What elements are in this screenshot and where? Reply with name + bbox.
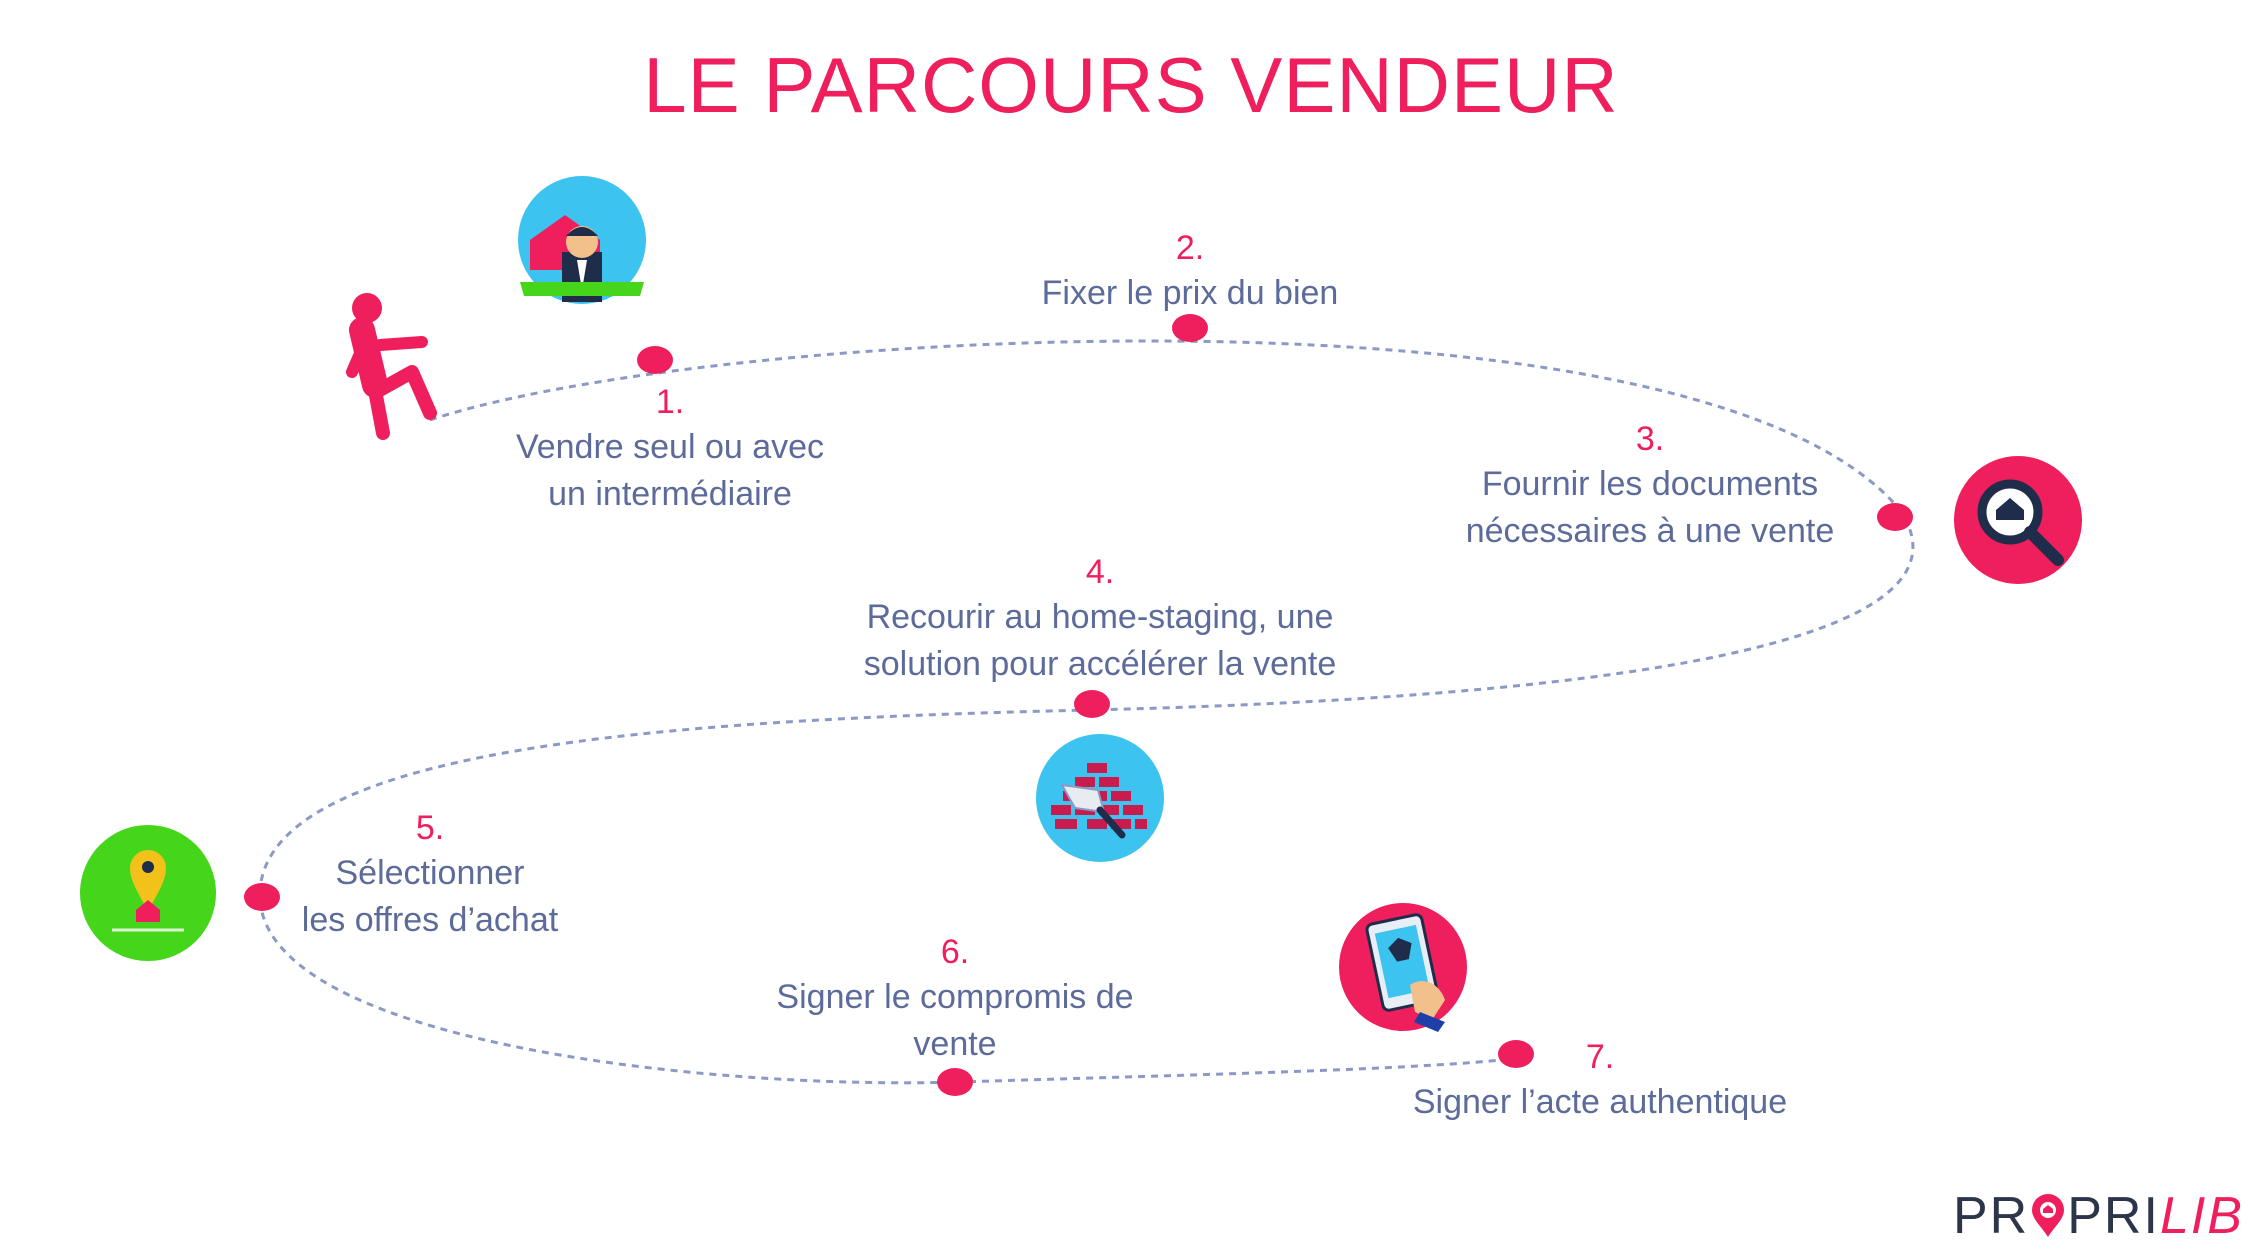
step-6: 6. Signer le compromis de vente (740, 930, 1170, 1068)
step-2: 2. Fixer le prix du bien (970, 226, 1410, 317)
step-2-label: Fixer le prix du bien (1041, 274, 1339, 312)
step-7: 7. Signer l’acte authentique (1380, 1035, 1820, 1120)
step-6-number: 6. (940, 933, 970, 971)
step-marker-1 (637, 346, 673, 374)
step-marker-5 (244, 883, 280, 911)
step-5: 5. Sélectionner les offres d’achat (260, 806, 600, 944)
step-6-label: Signer le compromis de vente (776, 978, 1134, 1063)
brick-trowel-icon (1036, 734, 1164, 862)
step-marker-3 (1877, 503, 1913, 531)
step-marker-7 (1498, 1040, 1534, 1068)
step-4-label: Recourir au home-staging, une solution p… (863, 598, 1337, 683)
seller-agent-icon (518, 176, 646, 304)
house-search-icon (1954, 456, 2082, 584)
step-1-label: Vendre seul ou avec un intermédiaire (515, 428, 825, 513)
step-3-label: Fournir les documents nécessaires à une … (1465, 465, 1835, 550)
step-5-number: 5. (415, 809, 445, 847)
step-4-number: 4. (1085, 553, 1115, 591)
step-marker-6 (937, 1068, 973, 1096)
logo-text-start: PR (1953, 1187, 2030, 1245)
step-marker-2 (1172, 314, 1208, 342)
step-5-label: Sélectionner les offres d’achat (301, 854, 559, 939)
step-3-number: 3. (1635, 420, 1665, 458)
journey-path (258, 339, 1915, 1085)
step-1: 1. Vendre seul ou avec un intermédiaire (460, 380, 880, 518)
proprilib-logo: PR PRILIB (1953, 1186, 2244, 1246)
step-marker-4 (1074, 690, 1110, 718)
step-4: 4. Recourir au home-staging, une solutio… (810, 550, 1390, 688)
logo-text-middle: PRI (2067, 1187, 2160, 1245)
logo-text-end: LIB (2159, 1187, 2244, 1245)
step-7-label: Signer l’acte authentique (1412, 1083, 1788, 1120)
walking-person-icon (346, 293, 437, 440)
step-2-number: 2. (1175, 229, 1205, 267)
location-pin-logo-icon (2032, 1194, 2065, 1237)
step-1-number: 1. (655, 383, 685, 421)
step-3: 3. Fournir les documents nécessaires à u… (1420, 417, 1880, 555)
map-pin-house-icon (80, 825, 216, 961)
tablet-sign-icon (1339, 903, 1467, 1032)
page-title: LE PARCOURS VENDEUR (643, 41, 1619, 129)
step-7-number: 7. (1585, 1038, 1615, 1076)
